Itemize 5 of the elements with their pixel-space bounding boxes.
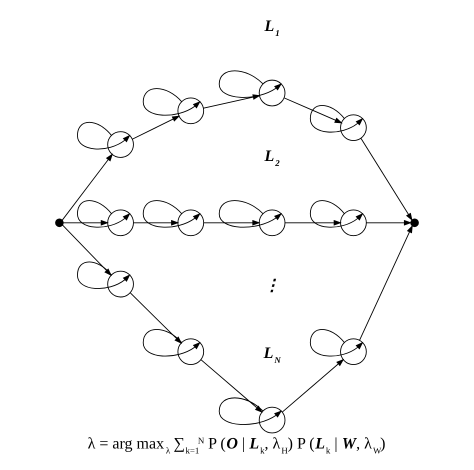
label: ⋮ xyxy=(264,278,280,295)
label: L$_{1}$ xyxy=(264,18,280,38)
label: L$_{N}$ xyxy=(264,345,281,366)
caption: λ = arg max$_{λ}$ ∑$_{k=1}$$^{N}$ P (O | L$_{k}$, λ$_{H}$) P (L$_{k}$ | W, λ$_{W}$) xyxy=(88,435,386,456)
label: L$_{2}$ xyxy=(264,148,280,168)
